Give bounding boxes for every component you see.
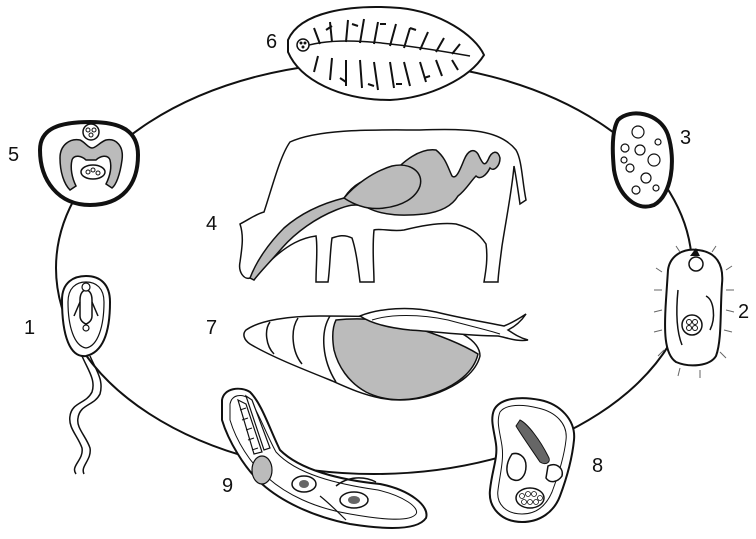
redia-drawing xyxy=(222,389,427,528)
label-4: 4 xyxy=(206,214,217,234)
label-2: 2 xyxy=(738,302,749,322)
label-9: 9 xyxy=(222,476,233,496)
label-3: 3 xyxy=(680,128,691,148)
snail-drawing xyxy=(244,309,528,400)
adult-fluke-drawing xyxy=(288,7,484,100)
cyst-drawing xyxy=(40,122,138,205)
miracidium-drawing xyxy=(654,246,734,378)
label-7: 7 xyxy=(206,318,217,338)
label-1: 1 xyxy=(24,318,35,338)
egg-drawing xyxy=(613,113,672,206)
label-5: 5 xyxy=(8,145,19,165)
label-8: 8 xyxy=(592,456,603,476)
sporocyst-drawing xyxy=(490,398,574,522)
label-6: 6 xyxy=(266,32,277,52)
cow-drawing xyxy=(240,129,526,282)
